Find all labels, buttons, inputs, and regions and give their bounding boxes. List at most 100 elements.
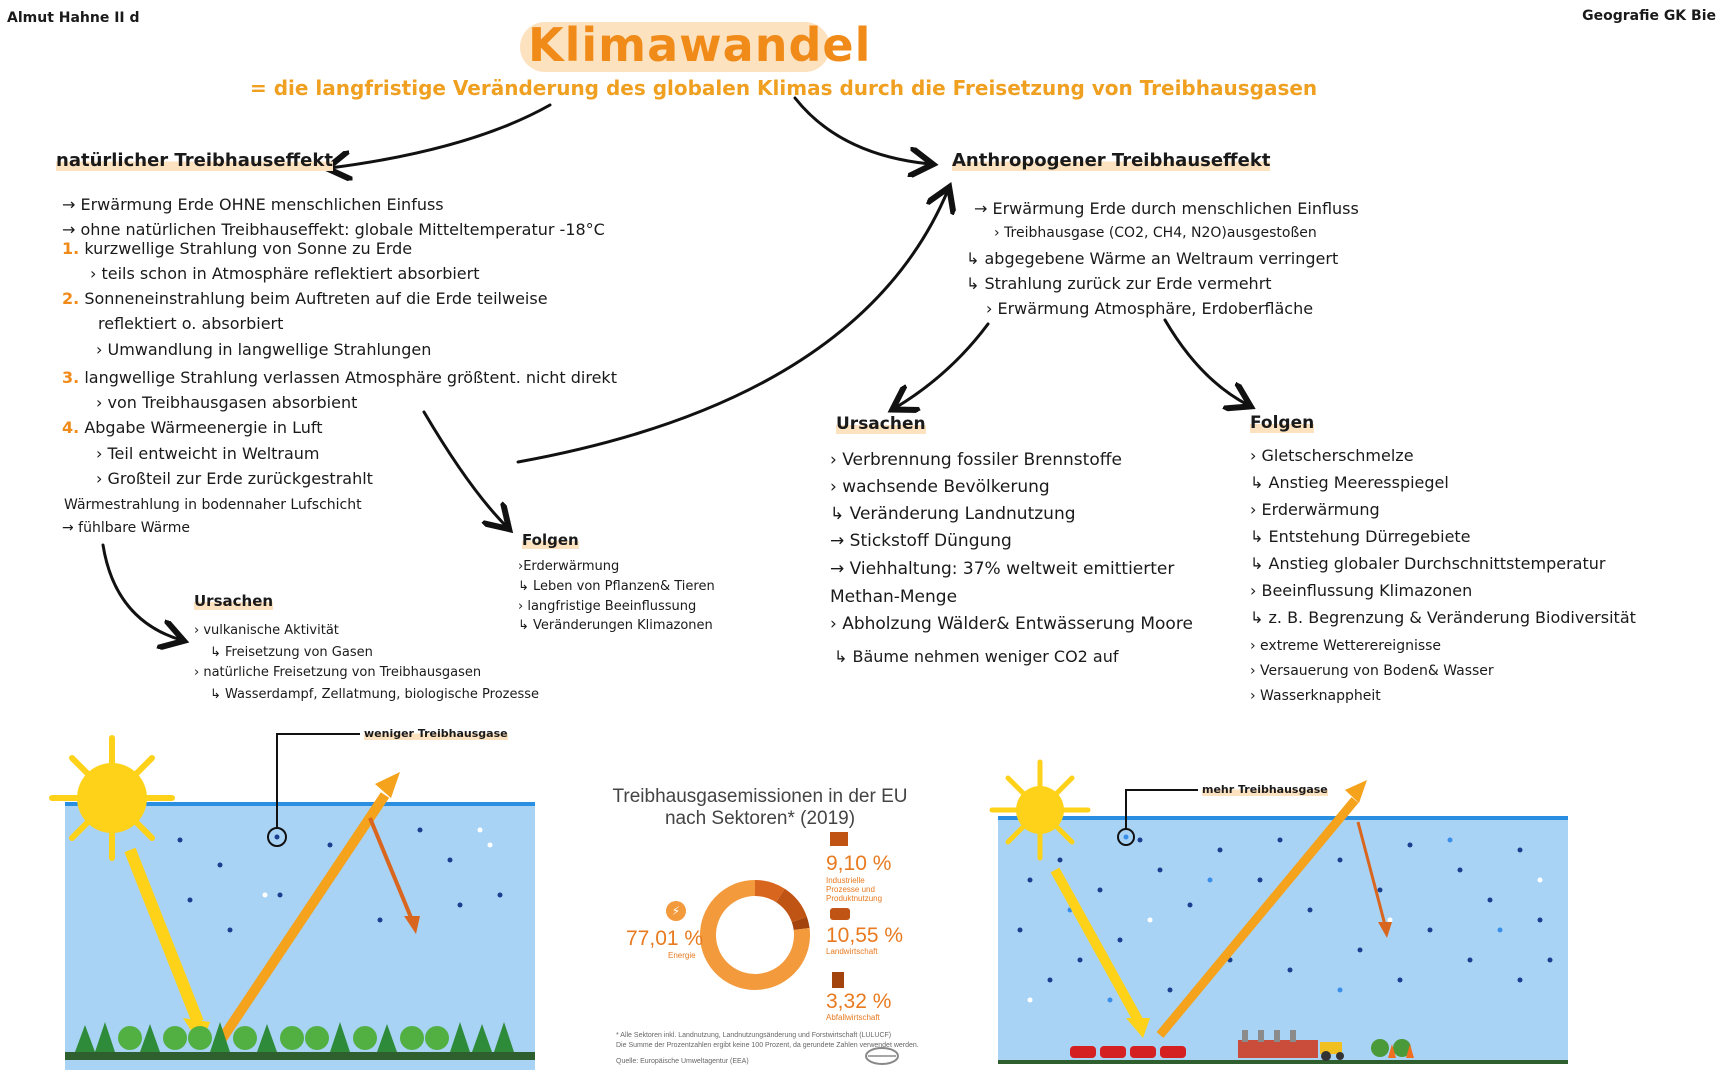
- natural-line: › teils schon in Atmosphäre reflektiert …: [90, 264, 480, 283]
- natural-line: → ohne natürlichen Treibhauseffekt: glob…: [62, 220, 605, 239]
- natural-effect-diagram: [49, 733, 535, 1070]
- sun-icon: [49, 735, 175, 861]
- anthro-effect-diagram: [989, 759, 1568, 1064]
- chart-source: Quelle: Europäische Umweltagentur (EEA): [616, 1058, 749, 1065]
- burning-trees-icon: [1371, 1039, 1414, 1058]
- natural-line: Wärmestrahlung in bodennaher Lufschicht: [64, 497, 362, 513]
- absorbed-ray: [368, 817, 420, 934]
- arrow-to-natural-ursachen: [101, 543, 181, 640]
- natural-line: → Erwärmung Erde OHNE menschlichen Einfu…: [62, 195, 444, 214]
- anthro-ursachen-item: ↳ Veränderung Landnutzung: [830, 504, 1076, 524]
- natural-ursachen-item: › vulkanische Aktivität: [194, 623, 339, 638]
- anthro-line: → Erwärmung Erde durch menschlichen Einf…: [974, 199, 1359, 218]
- anthro-folgen-item: › Beeinflussung Klimazonen: [1250, 581, 1473, 600]
- natural-line: 1. kurzwellige Strahlung von Sonne zu Er…: [62, 239, 413, 258]
- natural-line: › Großteil zur Erde zurückgestrahlt: [96, 469, 373, 488]
- factory-icon: [830, 832, 848, 846]
- donut-slice-4: [791, 916, 810, 931]
- natural-folgen-heading: Folgen: [522, 531, 579, 549]
- title-highlight: [520, 22, 830, 72]
- anthro-folgen-item: › extreme Wetterereignisse: [1250, 638, 1442, 654]
- natural-ursachen-item: ↳ Freisetzung von Gasen: [210, 645, 373, 660]
- natural-line: 3. langwellige Strahlung verlassen Atmos…: [62, 368, 617, 387]
- pct-energie: 77,01 %: [626, 927, 704, 950]
- anthro-ursachen-item: › Abholzung Wälder& Entwässerung Moore: [830, 614, 1193, 634]
- tractor-icon: [830, 908, 850, 920]
- donut-slice-3: [775, 888, 807, 923]
- natural-line: › Umwandlung in langwellige Strahlungen: [96, 340, 432, 359]
- weniger-label: weniger Treibhausgase: [364, 727, 508, 740]
- mehr-label: mehr Treibhausgase: [1202, 783, 1328, 796]
- cat-industrie: Industrielle Prozesse und Produktnutzung: [826, 876, 883, 903]
- anthro-folgen-item: ↳ Anstieg globaler Durchschnittstemperat…: [1250, 554, 1606, 573]
- natural-line: › von Treibhausgasen absorbient: [96, 393, 358, 412]
- anthro-ursachen-item: → Stickstoff Düngung: [830, 531, 1012, 551]
- cars-icon: [1070, 1046, 1186, 1058]
- pct-landwirtschaft: 10,55 %: [826, 924, 904, 947]
- anthro-folgen-heading: Folgen: [1250, 413, 1315, 433]
- anthro-heading: Anthropogener Treibhauseffekt: [952, 150, 1271, 171]
- tractor-icon: [1320, 1042, 1344, 1061]
- reflected-ray: [213, 772, 400, 1048]
- chart-footnote: * Alle Sektoren inkl. Landnutzung, Landn…: [616, 1032, 892, 1039]
- waste-bin-icon: [832, 972, 844, 988]
- arrow-to-natural: [330, 103, 552, 168]
- natural-ursachen-item: › natürliche Freisetzung von Treibhausga…: [194, 665, 482, 680]
- anthro-line: ↳ Strahlung zurück zur Erde vermehrt: [966, 274, 1272, 293]
- atmosphere-layer: [998, 818, 1568, 1064]
- natural-heading: natürlicher Treibhauseffekt: [56, 150, 333, 171]
- chart-title: Treibhausgasemissionen in der EU nach Se…: [612, 786, 908, 829]
- cat-abfall: Abfallwirtschaft: [826, 1013, 880, 1022]
- reflected-ray: [1156, 780, 1367, 1038]
- anthro-line: ↳ abgegebene Wärme an Weltraum verringer…: [966, 249, 1339, 268]
- donut-slice-2: [754, 880, 785, 903]
- natural-folgen-item: › langfristige Beeinflussung: [518, 599, 697, 614]
- gas-particles: [1017, 837, 1553, 993]
- cat-landwirtschaft: Landwirtschaft: [826, 947, 878, 956]
- definition: = die langfristige Veränderung des globa…: [250, 76, 1318, 100]
- anthro-folgen-item: ↳ Anstieg Meeresspiegel: [1250, 473, 1449, 492]
- natural-line: 4. Abgabe Wärmeenergie in Luft: [62, 418, 323, 437]
- anthro-ursachen-heading: Ursachen: [836, 414, 926, 434]
- arrow-natural-to-anthro: [516, 190, 948, 464]
- natural-line: reflektiert o. absorbiert: [98, 314, 284, 333]
- eu-parliament-logo: [865, 1047, 899, 1065]
- natural-folgen-item: ↳ Leben von Pflanzen& Tieren: [518, 579, 715, 594]
- natural-folgen-item: ↳ Veränderungen Klimazonen: [518, 618, 713, 633]
- anthro-ursachen-item: ↳ Bäume nehmen weniger CO2 auf: [834, 647, 1119, 666]
- anthro-ursachen-item: → Viehhaltung: 37% weltweit emittierter: [830, 559, 1175, 579]
- donut-slice-1: [700, 880, 810, 990]
- anthro-folgen-item: › Wasserknappheit: [1250, 688, 1381, 704]
- natural-line: → fühlbare Wärme: [62, 520, 191, 536]
- natural-line: 2. Sonneneinstrahlung beim Auftreten auf…: [62, 289, 548, 308]
- cat-energie: Energie: [668, 951, 696, 960]
- anthro-line: › Erwärmung Atmosphäre, Erdoberfläche: [986, 299, 1314, 318]
- anthro-folgen-item: › Erderwärmung: [1250, 500, 1380, 519]
- natural-ursachen-item: ↳ Wasserdampf, Zellatmung, biologische P…: [210, 687, 540, 702]
- factory-icon: [1238, 1030, 1318, 1058]
- sun-icon: [989, 759, 1091, 861]
- arrow-to-anthro-folgen: [1163, 318, 1248, 405]
- absorbed-ray: [1356, 821, 1392, 938]
- arrow-to-natural-folgen: [422, 410, 507, 527]
- arrow-to-anthro-ursachen: [895, 322, 990, 408]
- anthro-folgen-item: ↳ z. B. Begrenzung & Veränderung Biodive…: [1250, 608, 1636, 627]
- trees-row: [65, 1022, 535, 1060]
- anthro-folgen-item: › Gletscherschmelze: [1250, 446, 1414, 465]
- course-label: Geografie GK Bie: [1582, 8, 1716, 24]
- pct-industrie: 9,10 %: [826, 852, 892, 875]
- anthro-ursachen-item: Methan-Menge: [830, 587, 958, 607]
- arrow-to-anthro: [793, 96, 930, 164]
- sunlight-ray: [1050, 867, 1150, 1038]
- energy-icon: ⚡: [666, 901, 686, 921]
- natural-folgen-item: ›Erderwärmung: [518, 559, 620, 574]
- natural-ursachen-heading: Ursachen: [194, 592, 274, 610]
- anthro-ursachen-item: › Verbrennung fossiler Brennstoffe: [830, 450, 1122, 470]
- anthro-folgen-item: ↳ Entstehung Dürregebiete: [1250, 527, 1471, 546]
- natural-line: › Teil entweicht in Weltraum: [96, 444, 320, 463]
- chart-footnote: Die Summe der Prozentzahlen ergibt keine…: [616, 1042, 919, 1049]
- page-title: Klimawandel: [528, 18, 872, 72]
- atmosphere-layer: [65, 804, 535, 1070]
- anthro-line: › Treibhausgase (CO2, CH4, N2O)ausgestoß…: [994, 225, 1317, 241]
